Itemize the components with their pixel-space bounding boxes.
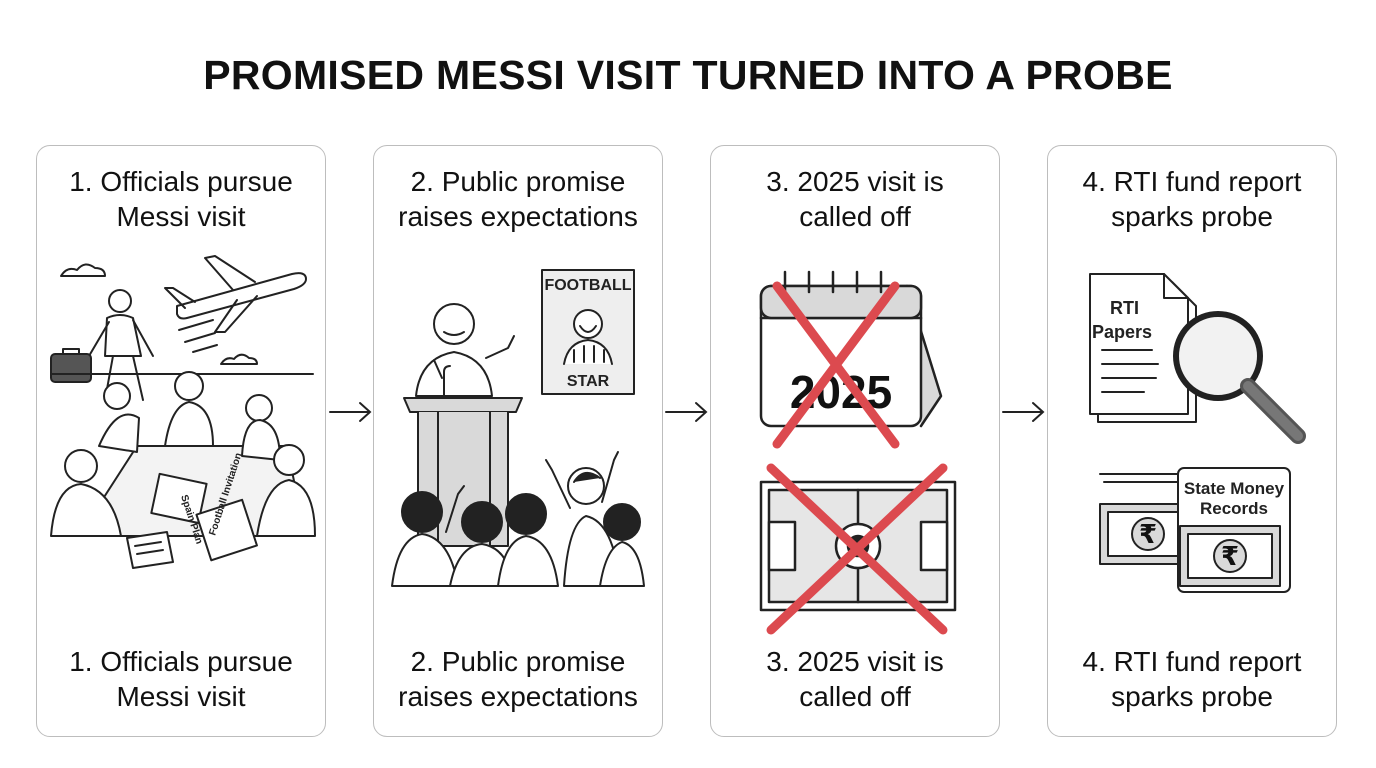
cloud-icon [220, 353, 258, 365]
records-label-line2: Records [1200, 499, 1268, 518]
football-star-poster [541, 269, 635, 395]
step-1-caption-top: 1. Officials pursue Messi visit [69, 166, 293, 232]
page-title: PROMISED MESSI VISIT TURNED INTO A PROBE [203, 52, 1173, 98]
step-panel-4: 4. RTI fund report sparks probe [1047, 145, 1337, 737]
walking-official-icon [50, 289, 154, 401]
records-label-line1: State Money [1184, 479, 1285, 498]
step-4-caption-top: 4. RTI fund report sparks probe [1082, 166, 1302, 232]
document-label-line2: Papers [1092, 322, 1152, 342]
step-3-caption-top: 3. 2025 visit is called off [766, 166, 944, 232]
poster-subtitle: STAR [567, 373, 610, 390]
airplane-icon [164, 255, 307, 353]
step-1-caption-bottom: 1. Officials pursue Messi visit [69, 646, 293, 712]
meeting-people-icon [50, 371, 316, 537]
called-off-illustration: 2025 [759, 270, 957, 635]
arrow-right-icon [665, 402, 708, 422]
step-panel-1: 1. Officials pursue Messi visit [36, 145, 326, 737]
rti-probe-illustration: RTI Papers State Money Records ₹ ₹ [1089, 273, 1306, 593]
public-promise-illustration: FOOTBALL STAR [391, 269, 645, 587]
step-panel-2: 2. Public promise raises expectations [373, 145, 663, 737]
money-icon [1099, 467, 1291, 593]
document-icon [1089, 273, 1197, 423]
step-panel-3: 3. 2025 visit is called off [710, 145, 1000, 737]
poster-title: FOOTBALL [544, 277, 631, 294]
officials-meeting-illustration: Spain Plan Football Invitation [50, 255, 316, 569]
cheering-crowd-icon [391, 451, 645, 587]
rupee-icon: ₹ [1221, 541, 1239, 571]
step-3-caption-bottom: 3. 2025 visit is called off [766, 646, 944, 712]
step-2-caption-top: 2. Public promise raises expectations [398, 166, 638, 232]
step-4-caption-bottom: 4. RTI fund report sparks probe [1082, 646, 1302, 712]
step-2-caption-bottom: 2. Public promise raises expectations [398, 646, 638, 712]
arrow-right-icon [1002, 402, 1045, 422]
arrow-right-icon [329, 402, 372, 422]
speaker-icon [415, 303, 515, 397]
cancel-cross-icon [766, 281, 948, 635]
magnifier-icon [1173, 311, 1306, 444]
document-label-line1: RTI [1110, 298, 1139, 318]
cloud-icon [60, 263, 106, 277]
rupee-icon: ₹ [1139, 519, 1157, 549]
